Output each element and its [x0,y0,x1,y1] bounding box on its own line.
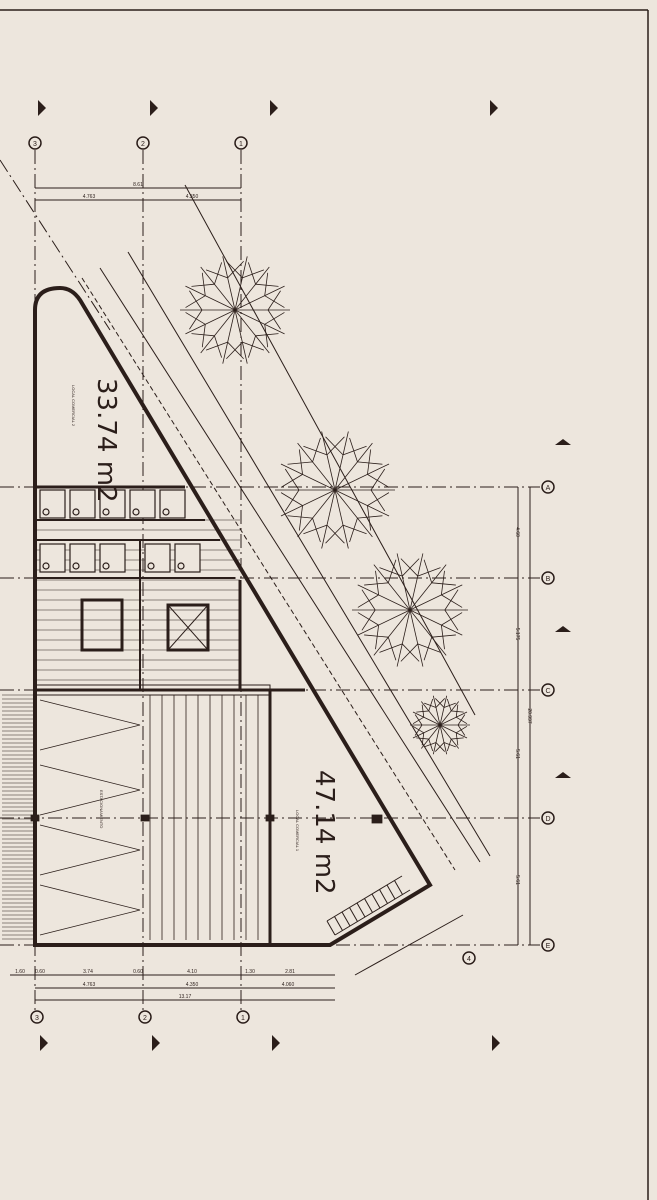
tree-icon [275,431,395,549]
svg-text:4: 4 [467,956,471,963]
storage-unit [159,489,186,519]
dim-bottom-1-5: 4.10 [187,969,197,975]
parking-space-marking [39,824,141,876]
dim-bottom-1-2: 0.60 [35,969,45,975]
svg-text:3: 3 [35,1015,39,1022]
dim-bottom-1-6: 1.30 [245,969,255,975]
svg-text:1: 1 [241,1015,245,1022]
site-lines [81,184,491,871]
grid-bubble-E: E [541,938,555,952]
hatched-strip [2,694,33,940]
tree-icon [352,553,468,667]
storage-unit [69,543,96,573]
dim-bottom-2-2: 4.350 [186,982,199,988]
svg-text:2: 2 [141,141,145,148]
dim-right-total: 20.997 [526,708,532,724]
dim-bottom-2-3: 4.060 [282,982,295,988]
dim-top-total: 8.61 [133,182,143,188]
tree-icon [410,695,470,755]
column [371,814,383,824]
dim-bottom-2-1: 4.763 [83,982,96,988]
svg-text:1: 1 [239,141,243,148]
parking-area [30,695,383,940]
storage-unit [99,543,126,573]
storage-unit [129,489,156,519]
svg-text:A: A [546,485,551,492]
svg-text:2: 2 [143,1015,147,1022]
grid-bubble-1-bottom: 1 [236,1010,250,1024]
storage-unit [39,543,66,573]
grid-bubble-C: C [541,683,555,697]
grid-bubble-B: B [541,571,555,585]
dim-bottom-total: 13.17 [179,994,192,1000]
parking-space-marking [39,699,141,751]
dim-top-2: 4.350 [186,194,199,200]
grid-bubble-3-top: 3 [28,136,42,150]
svg-text:B: B [546,576,551,583]
area-local-2: 33.74 m2 [91,378,121,503]
dim-bottom-1-3: 3.74 [83,969,93,975]
grid-bubble-D: D [541,811,555,825]
dim-right-2: 5.175 [514,628,520,641]
parking-space-marking [39,764,141,816]
dim-right-1: 4.60 [514,527,520,537]
grid-bubble-4: 4 [462,951,476,965]
storage-unit [69,489,96,519]
grid-bubble-2-bottom: 2 [138,1010,152,1024]
svg-text:E: E [546,943,551,950]
dim-bottom-row1: 1.60 0.60 3.74 0.60 4.10 1.30 2.81 [15,969,295,975]
storage-unit [144,543,171,573]
svg-text:D: D [545,816,550,823]
dim-bottom-1-7: 2.81 [285,969,295,975]
dim-right-4: 5.61 [514,875,520,885]
area-local-1: 47.14 m2 [309,770,339,895]
section-markers [38,100,571,1051]
grid-4-leader [354,914,464,976]
dim-bottom-1-1: 1.60 [15,969,25,975]
core-tile-pattern [35,519,240,681]
room-name-parking: ESTACIONAMIENTO [99,790,104,828]
dim-top-1: 4.763 [83,194,96,200]
dimension-lines [10,187,531,1001]
grid-bubble-A: A [541,480,555,494]
svg-text:3: 3 [33,141,37,148]
storage-unit [99,489,126,519]
column [265,814,275,822]
column [140,814,150,822]
storage-units [39,489,201,573]
trees [180,256,470,755]
column [30,814,40,822]
grid-bubble-3-bottom: 3 [30,1010,44,1024]
grid-bubble-1-top: 1 [234,136,248,150]
room-name-local-2: LOCAL COMERCIAL 2 [71,385,76,427]
storage-unit [39,489,66,519]
grid-bubble-2-top: 2 [136,136,150,150]
dim-right-3: 5.61 [514,749,520,759]
corner-stair [326,875,411,936]
parking-space-marking [39,884,141,936]
dim-bottom-1-4: 0.60 [133,969,143,975]
room-name-local-1: LOCAL COMERCIAL 1 [295,810,300,852]
svg-text:C: C [545,688,550,695]
storage-unit [174,543,201,573]
tree-icon [180,256,290,364]
sheet-border [0,9,649,1200]
